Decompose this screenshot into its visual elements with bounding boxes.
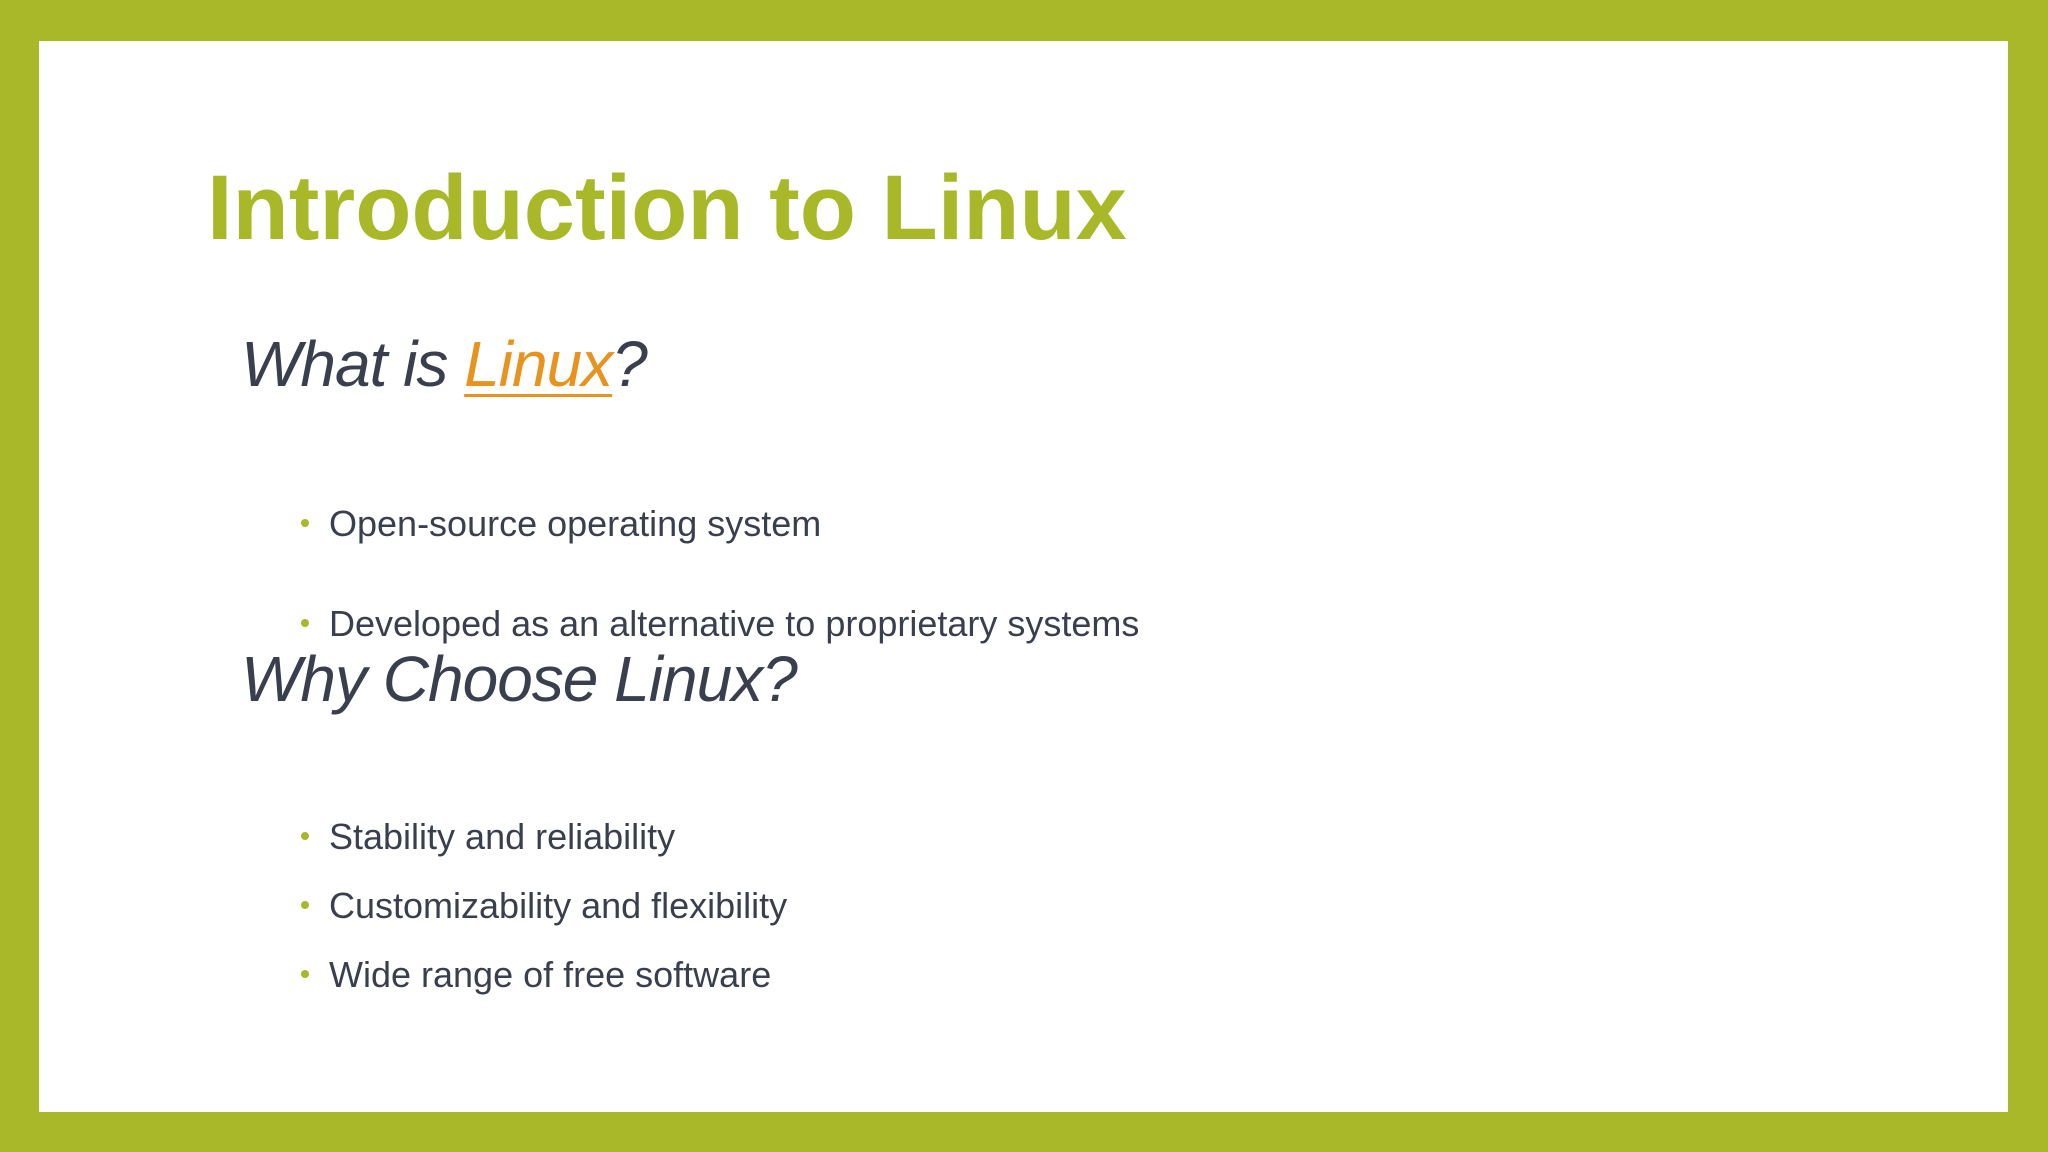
section-heading-what-is-linux: What is Linux? (241, 326, 648, 403)
bullet-text: Customizability and flexibility (329, 885, 788, 927)
what-is-linux-bullet-list: Open-source operating system Developed a… (279, 502, 1139, 645)
bullet-dot-icon (301, 619, 309, 628)
why-choose-linux-bullet-list: Stability and reliability Customizabilit… (279, 815, 787, 997)
bullet-dot-icon (301, 832, 309, 840)
bullet-text: Open-source operating system (329, 503, 822, 544)
heading-suffix: ? (612, 328, 648, 400)
bullet-text: Wide range of free software (329, 954, 772, 996)
bullet-item: Developed as an alternative to proprieta… (279, 602, 1139, 645)
bullet-text: Developed as an alternative to proprieta… (329, 603, 1140, 645)
bullet-text: Stability and reliability (329, 816, 676, 857)
bullet-item: Wide range of free software (279, 953, 787, 996)
linux-link[interactable]: Linux (464, 328, 613, 400)
bullet-dot-icon (301, 519, 309, 527)
heading-prefix: What is (241, 328, 465, 400)
section-heading-why-choose-linux: Why Choose Linux? (241, 643, 798, 715)
bullet-dot-icon (301, 970, 309, 979)
bullet-item: Open-source operating system (279, 502, 1139, 545)
bullet-dot-icon (301, 901, 309, 910)
bullet-item: Customizability and flexibility (279, 884, 787, 927)
slide-canvas: Introduction to Linux What is Linux? Ope… (39, 41, 2008, 1112)
bullet-item: Stability and reliability (279, 815, 787, 858)
slide-title: Introduction to Linux (207, 157, 1127, 259)
